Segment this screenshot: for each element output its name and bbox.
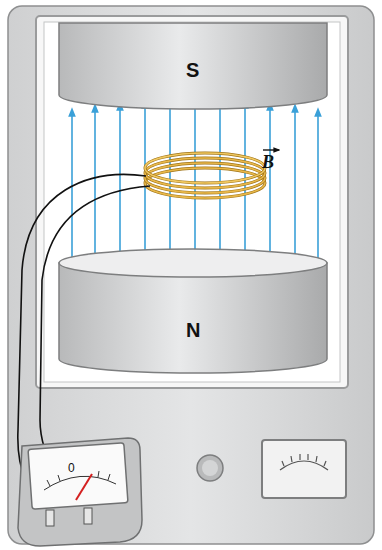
pole-letter: S — [186, 59, 199, 82]
coil — [145, 153, 265, 198]
meter-scale — [280, 454, 328, 470]
window — [36, 16, 348, 388]
panel-meter — [262, 440, 346, 498]
pole-letter: N — [186, 319, 200, 342]
south-pole: S — [58, 22, 328, 110]
dial-zero: 0 — [68, 462, 75, 474]
pole-shape — [58, 248, 328, 374]
window-inner — [44, 22, 340, 382]
north-pole: N — [58, 248, 328, 374]
field-lines — [72, 103, 318, 271]
knob-cap — [202, 460, 218, 476]
knob — [197, 455, 223, 481]
housing — [8, 6, 374, 544]
needle — [76, 474, 92, 500]
field-symbol: B — [262, 153, 274, 171]
galvanometer — [18, 438, 142, 546]
vector-arrow — [263, 149, 279, 150]
